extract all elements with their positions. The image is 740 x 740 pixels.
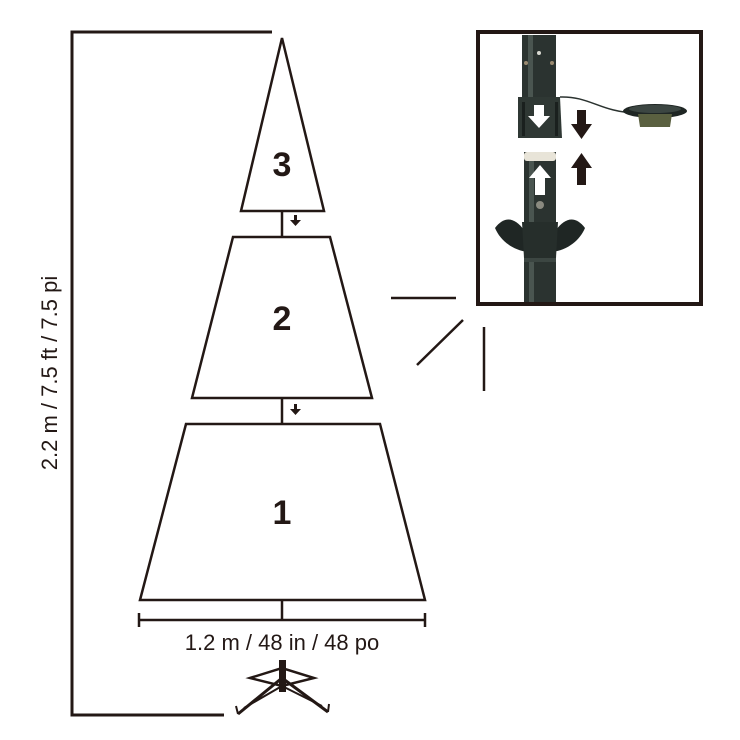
tree-section-1: 1 [138, 422, 427, 602]
height-dimension: 2.2 m / 7.5 ft / 7.5 pi [37, 30, 272, 717]
callout-lines [391, 296, 486, 391]
tree-section-2: 2 [190, 235, 374, 400]
connector-2-1 [280, 398, 301, 424]
section-2-outline [190, 235, 374, 400]
white-up-arrow-icon [529, 165, 551, 195]
down-arrow-icon [290, 215, 301, 226]
pole-connection-inset [476, 30, 703, 306]
up-arrow-icon [571, 153, 592, 185]
connector-3-2 [280, 211, 301, 237]
section-1-number: 1 [273, 494, 292, 532]
section-3-number: 3 [273, 146, 292, 184]
tree-section-3: 3 [239, 37, 326, 213]
tree-stand-icon [235, 660, 330, 716]
down-arrow-icon [571, 110, 592, 139]
width-label: 1.2 m / 48 in / 48 po [185, 630, 379, 655]
lower-pole [495, 152, 585, 302]
connector-cap [524, 152, 556, 161]
section-2-number: 2 [273, 300, 292, 338]
upper-pole [518, 35, 562, 138]
section-3-outline [239, 37, 326, 213]
power-connector [559, 96, 687, 127]
width-dimension: 1.2 m / 48 in / 48 po [137, 600, 427, 655]
down-arrow-icon [290, 404, 301, 415]
white-down-arrow-icon [528, 105, 550, 128]
height-label: 2.2 m / 7.5 ft / 7.5 pi [37, 276, 62, 470]
height-bracket-line [70, 30, 272, 717]
section-1-outline [138, 422, 427, 602]
